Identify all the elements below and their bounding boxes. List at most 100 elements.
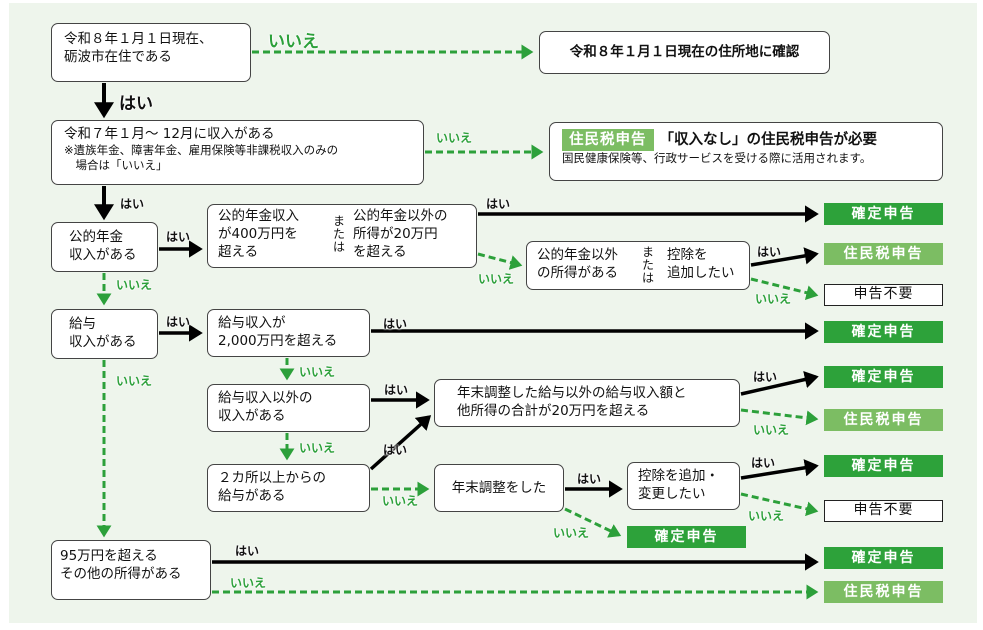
pension-over-left-3: 超える <box>218 244 259 260</box>
salary-yes-label: はい <box>166 315 191 329</box>
arrow-deduction-no <box>740 492 819 517</box>
multi-salary-yes-label: はい <box>383 443 408 457</box>
salary-other-sum-yes-label: はい <box>753 370 778 384</box>
pension-over-or: または <box>332 214 345 254</box>
other-income-node: 95万円を超える その他の所得がある <box>51 540 211 600</box>
no-income-node: 住民税申告「収入なし」の住民税申告が必要 国民健康保険等、行政サービスを受ける際… <box>549 122 943 181</box>
salary-no-label: いいえ <box>116 374 153 388</box>
salary-line-2: 収入がある <box>69 334 137 350</box>
pension-other-left-1: 公的年金以外 <box>537 247 618 263</box>
result-fuyou-1: 申告不要 <box>824 284 943 306</box>
residence-no-node: 令和８年１月１日現在の住所地に確認 <box>539 31 830 74</box>
residence-node: 令和８年１月１日現在、 砺波市在住である <box>51 23 251 82</box>
result-kakutei-6: 確定申告 <box>824 547 943 569</box>
arrow-year-end-no <box>564 507 622 538</box>
pension-other-right-2: 追加したい <box>667 265 735 281</box>
deduction-no-label: いいえ <box>748 509 785 523</box>
deduction-node: 控除を追加・ 変更したい <box>627 462 740 510</box>
result-jumin-3: 住民税申告 <box>824 581 943 603</box>
arrow-deduction-yes <box>740 459 819 480</box>
year-end-no-label: いいえ <box>553 526 590 540</box>
arrow-pension-over-no <box>477 252 523 270</box>
salary-over-line-1: 給与収入が <box>218 315 286 331</box>
no-income-badge: 住民税申告 <box>562 129 654 151</box>
background-panel <box>9 3 977 623</box>
result-kakutei-4: 確定申告 <box>627 526 746 548</box>
income-note-1: ※遺族年金、障害年金、雇用保険等非課税収入のみの <box>64 143 339 157</box>
result-fuyou-2: 申告不要 <box>824 500 943 522</box>
salary-other-yes-label: はい <box>384 383 409 397</box>
result-kakutei-3: 確定申告 <box>824 366 943 388</box>
other-income-line-1: 95万円を超える <box>60 548 158 564</box>
income-node: 令和７年１月～ 12月に収入がある ※遺族年金、障害年金、雇用保険等非課税収入の… <box>51 120 424 185</box>
pension-line-1: 公的年金 <box>69 229 123 245</box>
deduction-line-1: 控除を追加・ <box>638 468 719 484</box>
multi-salary-node: ２カ所以上からの 給与がある <box>207 464 370 512</box>
other-income-line-2: その他の所得がある <box>60 566 182 582</box>
pension-line-2: 収入がある <box>69 247 137 263</box>
no-income-note: 国民健康保険等、行政サービスを受ける際に活用されます。 <box>562 151 872 165</box>
pension-other-or: または <box>641 245 654 285</box>
pension-other-node: 公的年金以外 の所得がある または 控除を 追加したい <box>526 241 750 290</box>
salary-other-line-1: 給与収入以外の <box>218 390 313 406</box>
pension-no-label: いいえ <box>116 278 153 292</box>
salary-other-line-2: 収入がある <box>218 408 286 424</box>
arrow-pension-other-yes <box>750 247 819 267</box>
residence-no-label: いいえ <box>268 32 319 52</box>
salary-other-sum-line-2: 他所得の合計が20万円を超える <box>457 403 650 419</box>
salary-line-1: 給与 <box>69 316 96 332</box>
pension-other-left-2: の所得がある <box>537 265 618 281</box>
result-kakutei-5: 確定申告 <box>824 455 943 477</box>
arrow-pension-other-no <box>750 277 819 300</box>
result-jumin-1: 住民税申告 <box>824 243 943 265</box>
salary-over-no-label: いいえ <box>299 365 336 379</box>
pension-over-right-3: を超える <box>353 244 407 260</box>
no-income-title: 「収入なし」の住民税申告が必要 <box>659 132 878 148</box>
residence-line-1: 令和８年１月１日現在、 <box>64 31 213 47</box>
multi-salary-line-2: 給与がある <box>218 488 286 504</box>
residence-line-2: 砺波市在住である <box>64 49 172 65</box>
residence-yes-label: はい <box>119 94 153 114</box>
pension-yes-label: はい <box>166 230 191 244</box>
result-kakutei-2: 確定申告 <box>824 321 943 343</box>
salary-other-node: 給与収入以外の 収入がある <box>207 384 370 432</box>
pension-over-right-2: 所得が20万円 <box>353 226 438 242</box>
pension-other-yes-label: はい <box>757 245 782 259</box>
arrow-multi-sum-yes <box>740 370 819 396</box>
salary-over-node: 給与収入が 2,000万円を超える <box>207 309 370 357</box>
salary-other-no-label: いいえ <box>299 441 336 455</box>
deduction-line-2: 変更したい <box>638 486 706 502</box>
pension-over-no-label: いいえ <box>478 272 515 286</box>
year-end-node: 年末調整をした <box>434 464 564 512</box>
other-income-no-label: いいえ <box>230 576 267 590</box>
pension-over-left-2: が400万円を <box>218 226 298 242</box>
multi-salary-line-1: ２カ所以上からの <box>218 470 326 486</box>
pension-over-yes-label: はい <box>486 197 511 211</box>
salary-other-sum-node: 年末調整した給与以外の給与収入額と 他所得の合計が20万円を超える <box>434 379 740 427</box>
multi-salary-no-label: いいえ <box>382 494 419 508</box>
arrow-multi-sum-no <box>740 408 819 426</box>
income-yes-label: はい <box>120 197 145 211</box>
arrow-multi-salary-yes <box>369 415 432 471</box>
pension-over-left-1: 公的年金収入 <box>218 208 299 224</box>
residence-no-text: 令和８年１月１日現在の住所地に確認 <box>569 44 800 60</box>
salary-over-line-2: 2,000万円を超える <box>218 333 338 349</box>
result-kakutei-1: 確定申告 <box>824 203 943 225</box>
other-income-yes-label: はい <box>235 544 260 558</box>
income-note-2: 場合は「いいえ」 <box>64 158 168 172</box>
salary-other-sum-no-label: いいえ <box>753 423 790 437</box>
salary-over-yes-label: はい <box>383 317 408 331</box>
pension-node: 公的年金 収入がある <box>51 222 158 272</box>
pension-other-no-label: いいえ <box>755 292 792 306</box>
income-no-label: いいえ <box>436 131 473 145</box>
deduction-yes-label: はい <box>751 456 776 470</box>
pension-over-node: 公的年金収入 が400万円を 超える または 公的年金以外の 所得が20万円 を… <box>207 204 477 268</box>
income-line-1: 令和７年１月～ 12月に収入がある <box>64 126 275 142</box>
pension-other-right-1: 控除を <box>667 247 708 263</box>
year-end-yes-label: はい <box>577 472 602 486</box>
result-jumin-2: 住民税申告 <box>824 409 943 431</box>
salary-node: 給与 収入がある <box>51 309 158 359</box>
year-end-line-1: 年末調整をした <box>451 480 547 496</box>
salary-other-sum-line-1: 年末調整した給与以外の給与収入額と <box>457 385 687 401</box>
